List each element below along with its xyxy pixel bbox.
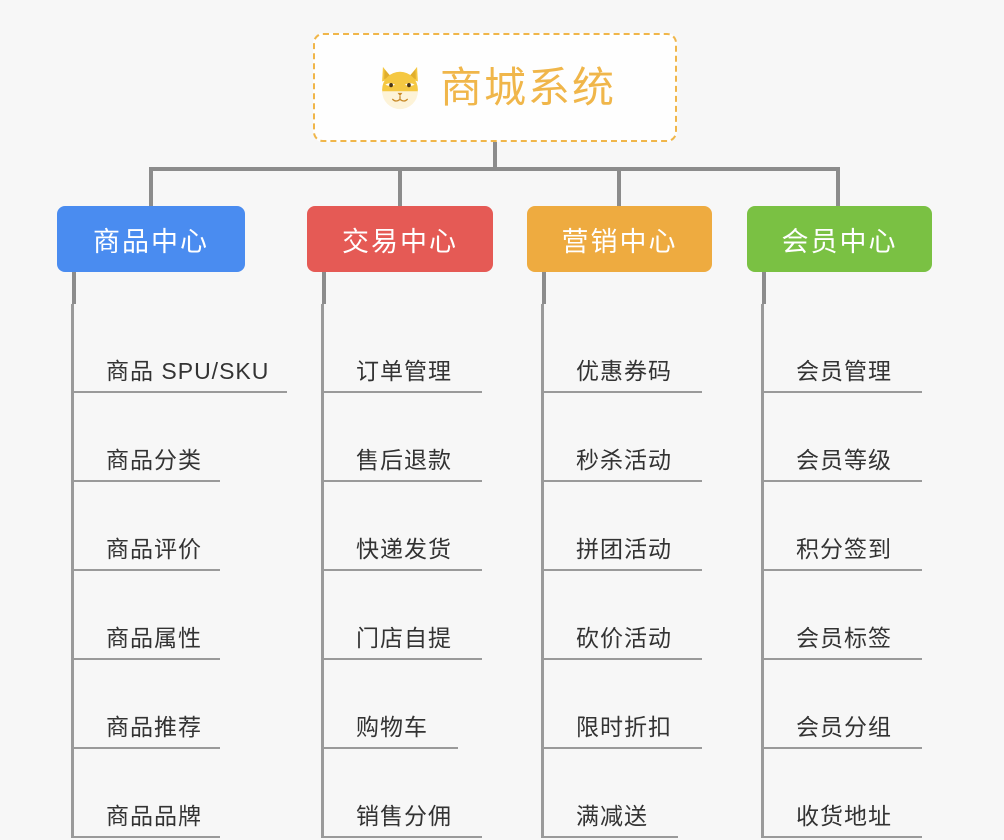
leaf-item[interactable]: 会员分组	[761, 660, 944, 749]
leaf-item-label: 商品分类	[71, 447, 220, 482]
leaf-item-label: 快递发货	[321, 536, 482, 571]
connector-horizontal-bus	[149, 167, 840, 171]
leaf-item-label: 会员标签	[761, 625, 922, 660]
branch-header-product-center[interactable]: 商品中心	[57, 206, 245, 272]
leaf-item[interactable]: 收货地址	[761, 749, 944, 838]
branch-header-label: 营销中心	[561, 226, 678, 257]
leaf-item-label: 商品品牌	[71, 803, 220, 838]
leaf-item[interactable]: 会员标签	[761, 571, 944, 660]
leaf-item[interactable]: 限时折扣	[541, 660, 724, 749]
connector-root-stub	[493, 142, 497, 169]
branch-header-label: 商品中心	[93, 226, 209, 257]
leaf-column-product-center: 商品 SPU/SKU 商品分类 商品评价 商品属性 商品推荐 商品品牌	[71, 304, 289, 838]
leaf-item-label: 会员等级	[761, 447, 922, 482]
leaf-item-label: 拼团活动	[541, 536, 702, 571]
connector-drop-1	[149, 167, 153, 206]
leaf-item[interactable]: 会员管理	[761, 304, 944, 393]
leaf-item[interactable]: 拼团活动	[541, 482, 724, 571]
connector-column-stub-3	[542, 272, 546, 304]
leaf-item[interactable]: 砍价活动	[541, 571, 724, 660]
leaf-item[interactable]: 积分签到	[761, 482, 944, 571]
leaf-item-label: 满减送	[541, 803, 678, 838]
leaf-item-label: 商品 SPU/SKU	[71, 358, 288, 393]
leaf-item[interactable]: 商品 SPU/SKU	[71, 304, 289, 393]
root-title: 商城系统	[439, 63, 616, 111]
branch-header-member-center[interactable]: 会员中心	[747, 206, 932, 272]
branch-header-marketing-center[interactable]: 营销中心	[527, 206, 712, 272]
leaf-item-label: 商品评价	[71, 536, 220, 571]
leaf-item-label: 会员分组	[761, 714, 922, 749]
shiba-dog-emoji-icon	[382, 66, 418, 109]
leaf-item-label: 收货地址	[761, 803, 922, 838]
leaf-column-member-center: 会员管理 会员等级 积分签到 会员标签 会员分组 收货地址	[761, 304, 944, 838]
leaf-item-label: 秒杀活动	[541, 447, 702, 482]
leaf-item[interactable]: 秒杀活动	[541, 393, 724, 482]
branch-header-trade-center[interactable]: 交易中心	[307, 206, 493, 272]
leaf-item-label: 门店自提	[321, 625, 482, 660]
branch-header-label: 会员中心	[781, 226, 898, 257]
root-node[interactable]: 商城系统	[313, 33, 677, 142]
leaf-item-label: 优惠券码	[541, 358, 702, 393]
leaf-item[interactable]: 销售分佣	[321, 749, 504, 838]
leaf-item[interactable]: 商品分类	[71, 393, 289, 482]
leaf-item-label: 购物车	[321, 714, 458, 749]
leaf-item[interactable]: 优惠券码	[541, 304, 724, 393]
leaf-item[interactable]: 快递发货	[321, 482, 504, 571]
leaf-item[interactable]: 售后退款	[321, 393, 504, 482]
connector-drop-2	[398, 167, 402, 206]
leaf-item[interactable]: 商品属性	[71, 571, 289, 660]
leaf-item-label: 订单管理	[321, 358, 482, 393]
leaf-item-label: 售后退款	[321, 447, 482, 482]
leaf-item-label: 限时折扣	[541, 714, 702, 749]
leaf-item[interactable]: 商品品牌	[71, 749, 289, 838]
leaf-item[interactable]: 门店自提	[321, 571, 504, 660]
leaf-item-label: 会员管理	[761, 358, 922, 393]
leaf-item-label: 销售分佣	[321, 803, 482, 838]
leaf-item-label: 商品属性	[71, 625, 220, 660]
leaf-column-marketing-center: 优惠券码 秒杀活动 拼团活动 砍价活动 限时折扣 满减送	[541, 304, 724, 838]
connector-drop-4	[836, 167, 840, 206]
leaf-item[interactable]: 商品推荐	[71, 660, 289, 749]
leaf-item[interactable]: 商品评价	[71, 482, 289, 571]
connector-column-stub-4	[762, 272, 766, 304]
branch-header-label: 交易中心	[342, 226, 458, 257]
leaf-column-trade-center: 订单管理 售后退款 快递发货 门店自提 购物车 销售分佣	[321, 304, 504, 838]
leaf-item-label: 商品推荐	[71, 714, 220, 749]
connector-column-stub-1	[72, 272, 76, 304]
leaf-item[interactable]: 购物车	[321, 660, 504, 749]
leaf-item-label: 积分签到	[761, 536, 922, 571]
leaf-item[interactable]: 会员等级	[761, 393, 944, 482]
leaf-item[interactable]: 订单管理	[321, 304, 504, 393]
connector-column-stub-2	[322, 272, 326, 304]
leaf-item[interactable]: 满减送	[541, 749, 724, 838]
connector-drop-3	[617, 167, 621, 206]
leaf-item-label: 砍价活动	[541, 625, 702, 660]
